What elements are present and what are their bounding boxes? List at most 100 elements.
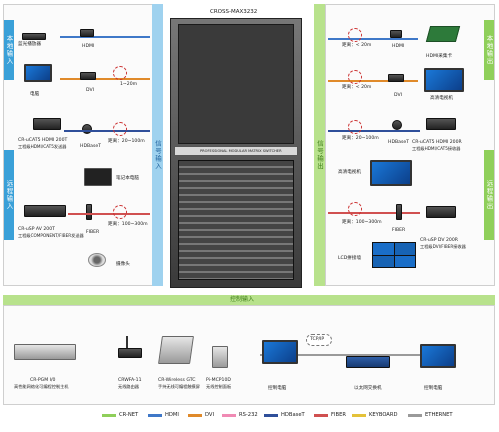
legend-label: HDMI	[165, 412, 179, 418]
tx1-desc: 工程级HDMI/CAT5发送器	[18, 144, 67, 149]
tx1-model: CR-uCAT5 HDMI 200T	[18, 138, 68, 143]
distance-circle	[348, 120, 362, 134]
control-pc-2-label: 控制电脑	[424, 386, 443, 391]
lcd-video-wall	[372, 242, 416, 268]
fiber-label-l: FIBER	[86, 230, 100, 235]
dvi-plug-icon	[388, 74, 404, 82]
legend-label: CR-NET	[119, 412, 139, 418]
hdbaset-plug-icon	[82, 124, 92, 134]
rx1-device	[426, 118, 456, 130]
legend-swatch	[352, 413, 366, 417]
legend-item: KEYBOARD	[352, 412, 397, 418]
distance-lt20-2: 距离：< 20m	[342, 85, 372, 90]
remote-output-tab: 远程输出	[484, 150, 494, 240]
control-input-bar	[3, 295, 495, 305]
camera-label: 摄像头	[116, 262, 130, 267]
pgm-desc: 高性能网络化可编程控制主机	[14, 384, 69, 389]
hdmi-plug-icon	[80, 29, 94, 37]
hdmi-label-r: HDMI	[392, 44, 405, 49]
hdbaset-cable-l	[64, 130, 150, 132]
hd-tv-2-label: 高清电视机	[338, 170, 361, 175]
legend-swatch	[102, 413, 116, 417]
dvi-cable-1	[60, 78, 150, 80]
rx2-device	[426, 206, 456, 218]
hdmi-cable-1	[60, 36, 150, 38]
distance-100-300-r: 距离：100~300m	[342, 220, 382, 225]
control-input-label: 控制输入	[230, 296, 255, 303]
distance-20-100-r: 距离：20~100m	[342, 136, 379, 141]
input-panel	[3, 4, 155, 286]
control-pc-label: 控制电脑	[268, 386, 287, 391]
signal-input-label: 信号输入	[153, 140, 162, 170]
distance-circle	[348, 28, 362, 42]
camera	[88, 253, 106, 267]
hdmi-plug-icon	[390, 30, 402, 38]
matrix-card-slots	[178, 160, 294, 280]
legend-item: FIBER	[314, 412, 346, 418]
pc-monitor	[24, 64, 52, 82]
mcp-model: Pi-MCP10D	[206, 378, 231, 383]
signal-output-label: 信号输出	[315, 140, 324, 170]
rx2-model: CR-uSP DV 200R	[420, 238, 458, 243]
wifi-desc: 无线路由器	[118, 384, 139, 389]
laptop	[84, 168, 112, 186]
pgm-controller	[14, 344, 76, 360]
capture-card	[425, 26, 461, 42]
control-pc-2	[420, 344, 456, 368]
capture-card-label: HDMI采集卡	[426, 54, 453, 59]
control-keypad	[212, 346, 228, 368]
lcd-wall-label: LCD拼接墙	[338, 256, 362, 261]
distance-circle	[348, 202, 362, 216]
hdbaset-plug-icon	[392, 120, 402, 130]
gtc-model: CR-Wireless GTC	[158, 378, 196, 383]
local-output-tab: 本地输出	[484, 20, 494, 80]
blu-ray-label: 蓝光播放器	[18, 42, 41, 47]
legend-swatch	[148, 413, 162, 417]
fiber-cable-r	[328, 212, 420, 214]
distance-circle	[113, 122, 127, 136]
legend-swatch	[314, 413, 328, 417]
rx1-desc: 工程级HDMI/CAT5接收器	[412, 146, 461, 151]
legend-label: RS-232	[239, 412, 258, 418]
laptop-label: 笔记本电脑	[116, 176, 139, 181]
legend-label: KEYBOARD	[369, 412, 398, 418]
wifi-router	[118, 348, 142, 358]
distance-circle	[113, 205, 127, 219]
tx2-device	[24, 205, 66, 217]
wifi-model: CRWFA-11	[118, 378, 142, 383]
remote-input-tab: 远程输入	[4, 150, 14, 240]
fiber-plug-icon	[86, 204, 92, 220]
legend-item: ETHERNET	[408, 412, 453, 418]
hdmi-label-1: HDMI	[82, 44, 95, 49]
tx1-device	[33, 118, 61, 130]
distance-1-20: 1~20m	[120, 82, 138, 87]
hd-tv-2	[370, 160, 412, 186]
legend-item: HDBaseT	[264, 412, 305, 418]
dvi-label-r: DVI	[394, 93, 402, 98]
hdbaset-label-l: HDBaseT	[80, 144, 101, 149]
legend-item: HDMI	[148, 412, 179, 418]
legend-swatch	[188, 413, 202, 417]
dvi-label-1: DVI	[86, 88, 94, 93]
tcpip-label: TCP/IP	[310, 337, 325, 342]
legend-item: DVI	[188, 412, 214, 418]
legend-item: RS-232	[222, 412, 258, 418]
ethernet-switch	[346, 356, 390, 368]
local-input-tab: 本地输入	[4, 20, 14, 80]
legend-swatch	[222, 413, 236, 417]
legend-swatch	[408, 413, 422, 417]
fiber-plug-icon	[396, 204, 402, 220]
blu-ray-player	[22, 33, 46, 40]
hd-tv-label: 高清电视机	[430, 96, 453, 101]
control-pc	[262, 340, 298, 364]
distance-circle	[348, 70, 362, 84]
switch-label: 以太网交换机	[354, 386, 382, 391]
hd-tv	[424, 68, 464, 92]
distance-lt20-1: 距离：< 20m	[342, 43, 372, 48]
legend-label: ETHERNET	[425, 412, 453, 418]
tcpip-cloud	[306, 334, 332, 346]
legend-swatch	[264, 413, 278, 417]
legend-label: FIBER	[331, 412, 346, 418]
mcp-desc: 无线控制面板	[206, 384, 232, 389]
rx1-model: CR-uCAT5 HDMI 200R	[412, 140, 462, 145]
